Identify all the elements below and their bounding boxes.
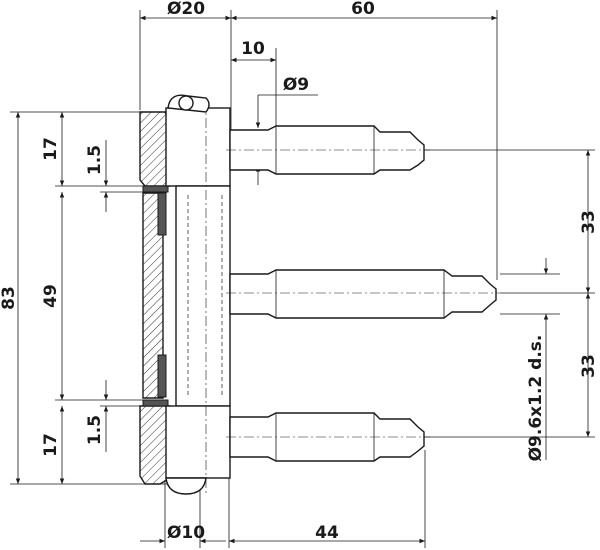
dim-thread: Ø9.6x1.2 d.s. — [526, 335, 546, 462]
dim-17-bottom: 17 — [41, 433, 61, 457]
dim-d9: Ø9 — [283, 75, 309, 95]
dim-33-top: 33 — [579, 210, 599, 234]
dimension-lines — [10, 10, 595, 548]
dim-d10: Ø10 — [167, 523, 205, 543]
dim-49: 49 — [41, 284, 61, 308]
hinge-body — [139, 94, 500, 495]
dim-60: 60 — [351, 0, 375, 19]
dim-17-top: 17 — [41, 137, 61, 161]
dim-1-5-bottom: 1.5 — [85, 415, 105, 445]
dim-10: 10 — [241, 39, 265, 59]
dim-1-5-top: 1.5 — [85, 145, 105, 175]
dim-83: 83 — [0, 286, 19, 310]
dim-d20: Ø20 — [167, 0, 205, 19]
dim-44: 44 — [315, 523, 339, 543]
dim-33-bottom: 33 — [579, 354, 599, 378]
